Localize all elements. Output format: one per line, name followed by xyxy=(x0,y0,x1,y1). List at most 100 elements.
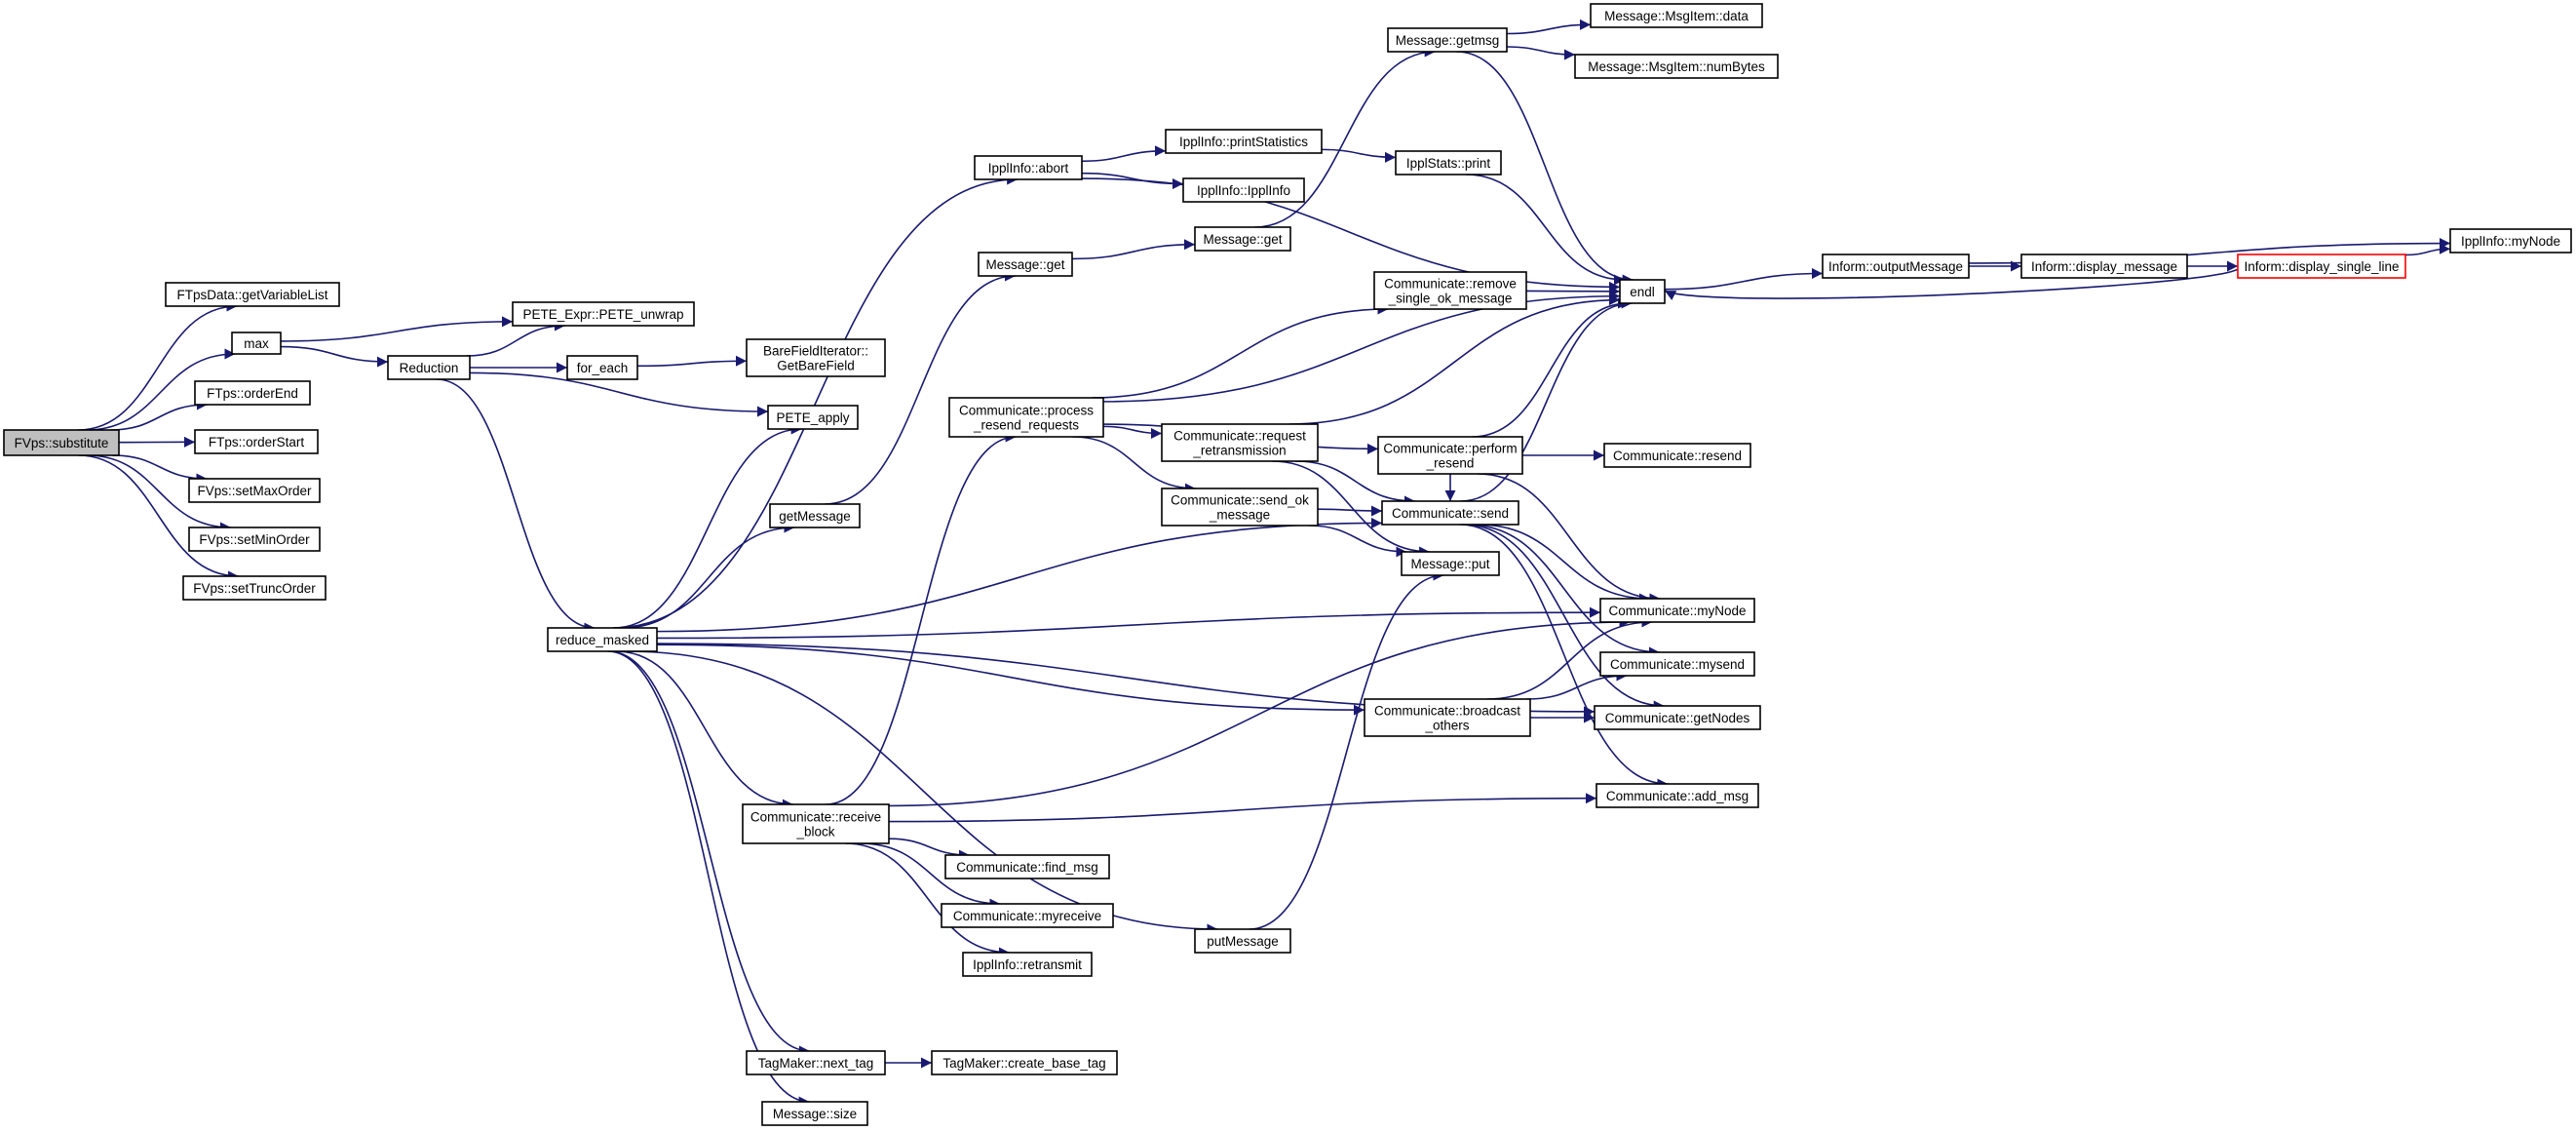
node-process-resend[interactable]: Communicate::process_resend_requests xyxy=(948,397,1104,438)
node-fvps-settruncorder[interactable]: FVps::setTruncOrder xyxy=(182,575,327,601)
node-putmessage[interactable]: putMessage xyxy=(1194,928,1291,954)
node-send-ok-message[interactable]: Communicate::send_ok_message xyxy=(1161,488,1319,527)
node-ipplinfo-abort[interactable]: IpplInfo::abort xyxy=(974,155,1083,180)
node-ftps-orderstart[interactable]: FTps::orderStart xyxy=(194,429,319,454)
edge-reduce-masked-to-putmessage xyxy=(627,650,1218,935)
node-ipplinfo-mynode[interactable]: IpplInfo::myNode xyxy=(2449,228,2572,254)
node-reduction[interactable]: Reduction xyxy=(387,355,471,380)
node-ipplstats-print[interactable]: IpplStats::print xyxy=(1395,150,1502,176)
edge-inform-display-single-line-to-endl xyxy=(1664,268,2239,300)
node-box xyxy=(767,405,859,430)
node-ftps-orderend[interactable]: FTps::orderEnd xyxy=(194,380,311,406)
node-ftpsdata-getvariablelist[interactable]: FTpsData::getVariableList xyxy=(165,282,340,307)
node-box xyxy=(547,627,658,652)
node-box xyxy=(1574,54,1779,79)
edge-reduction-to-pete-unwrap xyxy=(467,320,565,357)
node-root[interactable]: FVps::substitute xyxy=(3,429,120,456)
node-label: _block xyxy=(795,825,834,839)
node-label: Message::get xyxy=(1203,232,1282,247)
node-message-get[interactable]: Message::get xyxy=(978,252,1073,277)
node-label: Communicate::myNode xyxy=(1608,604,1746,618)
node-remove-single-ok[interactable]: Communicate::remove_single_ok_message xyxy=(1373,271,1527,310)
node-create-base-tag[interactable]: TagMaker::create_base_tag xyxy=(931,1050,1118,1075)
node-message-get2[interactable]: Message::get xyxy=(1194,226,1291,252)
edge-receive-block-to-communicate-add-msg xyxy=(888,793,1597,823)
node-label: TagMaker::next_tag xyxy=(758,1056,874,1071)
node-fvps-setminorder[interactable]: FVps::setMinOrder xyxy=(188,527,321,552)
node-label: IpplInfo::myNode xyxy=(2461,234,2560,249)
node-box xyxy=(974,155,1083,180)
node-max[interactable]: max xyxy=(231,332,282,355)
edge-send-ok-message-to-message-put xyxy=(1308,525,1407,558)
node-receive-block[interactable]: Communicate::receive_block xyxy=(742,803,890,844)
edge-reduce-masked-to-pete-apply xyxy=(613,423,802,629)
node-communicate-mysend[interactable]: Communicate::mysend xyxy=(1599,651,1755,677)
node-label: Communicate::process xyxy=(959,404,1094,418)
node-inform-display-single-line[interactable]: Inform::display_single_line xyxy=(2237,254,2406,279)
edge-message-get-to-message-get2 xyxy=(1071,239,1196,260)
edge-reduce-masked-to-ipplinfo-abort xyxy=(612,174,1019,629)
node-communicate-mynode[interactable]: Communicate::myNode xyxy=(1599,598,1755,623)
edge-communicate-send-to-endl xyxy=(1460,297,1633,502)
node-box xyxy=(1619,279,1666,304)
node-communicate-getnodes[interactable]: Communicate::getNodes xyxy=(1594,705,1761,730)
node-box xyxy=(742,803,890,844)
node-reduce-masked[interactable]: reduce_masked xyxy=(547,627,658,652)
node-find-msg[interactable]: Communicate::find_msg xyxy=(944,854,1110,879)
node-label: TagMaker::create_base_tag xyxy=(942,1056,1105,1071)
node-msgitem-data[interactable]: Message::MsgItem::data xyxy=(1590,3,1763,28)
edge-root-to-ftpsdata-getvariablelist xyxy=(77,300,238,431)
node-tagmaker-next-tag[interactable]: TagMaker::next_tag xyxy=(746,1050,886,1075)
edge-process-resend-to-remove-single-ok xyxy=(1091,303,1389,399)
node-ipplinfo-ipplinfo[interactable]: IpplInfo::IpplInfo xyxy=(1182,177,1305,203)
node-getmessage[interactable]: getMessage xyxy=(769,503,861,528)
edge-ipplinfo-abort-to-ipplinfo-printstatistics xyxy=(1081,145,1167,163)
node-broadcast-others[interactable]: Communicate::broadcast_others xyxy=(1364,698,1531,737)
node-box xyxy=(1387,27,1508,53)
node-message-size[interactable]: Message::size xyxy=(761,1101,868,1126)
node-box xyxy=(1822,254,1970,279)
node-label: IpplInfo::IpplInfo xyxy=(1197,183,1290,198)
node-communicate-resend[interactable]: Communicate::resend xyxy=(1603,443,1751,468)
node-inform-display-message[interactable]: Inform::display_message xyxy=(2020,254,2188,279)
node-label: Inform::display_message xyxy=(2031,259,2177,274)
edge-communicate-send-to-communicate-mynode xyxy=(1477,524,1651,605)
edge-process-resend-to-request-retransmission xyxy=(1102,425,1163,439)
node-myreceive[interactable]: Communicate::myreceive xyxy=(941,903,1114,928)
edge-reduce-masked-to-broadcast-others xyxy=(656,644,1365,716)
node-msgitem-numbytes[interactable]: Message::MsgItem::numBytes xyxy=(1574,54,1779,79)
edge-root-to-fvps-settruncorder xyxy=(78,454,240,582)
node-box xyxy=(2449,228,2572,254)
node-request-retransmission[interactable]: Communicate::request_retransmission xyxy=(1161,423,1319,462)
node-pete-unwrap[interactable]: PETE_Expr::PETE_unwrap xyxy=(512,301,695,327)
node-ipplinfo-retransmit[interactable]: IpplInfo::retransmit xyxy=(962,952,1093,977)
node-pete-apply[interactable]: PETE_apply xyxy=(767,405,859,430)
edge-request-retransmission-to-endl xyxy=(1288,294,1621,425)
node-perform-resend[interactable]: Communicate::perform_resend xyxy=(1377,436,1523,475)
node-communicate-send[interactable]: Communicate::send xyxy=(1381,500,1519,526)
node-box xyxy=(746,338,886,377)
node-box xyxy=(1377,436,1523,475)
node-ipplinfo-printstatistics[interactable]: IpplInfo::printStatistics xyxy=(1165,129,1323,154)
edge-request-retransmission-to-communicate-send xyxy=(1294,460,1416,507)
node-label: for_each xyxy=(577,361,629,375)
node-for-each[interactable]: for_each xyxy=(566,355,638,380)
node-message-getmsg[interactable]: Message::getmsg xyxy=(1387,27,1508,53)
node-message-put[interactable]: Message::put xyxy=(1401,551,1500,576)
edge-max-to-pete-unwrap xyxy=(280,316,514,342)
node-label: IpplStats::print xyxy=(1406,156,1491,171)
node-box xyxy=(566,355,638,380)
node-label: reduce_masked xyxy=(556,633,649,647)
node-box xyxy=(1194,226,1291,252)
node-barefielditerator[interactable]: BareFieldIterator::GetBareField xyxy=(746,338,886,377)
node-communicate-add-msg[interactable]: Communicate::add_msg xyxy=(1596,783,1759,808)
edge-ipplinfo-abort-to-endl xyxy=(1081,177,1621,293)
node-inform-outputmessage[interactable]: Inform::outputMessage xyxy=(1822,254,1970,279)
node-label: IpplInfo::printStatistics xyxy=(1179,135,1308,149)
node-box xyxy=(387,355,471,380)
node-fvps-setmaxorder[interactable]: FVps::setMaxOrder xyxy=(188,478,321,503)
node-label: Communicate::request xyxy=(1173,429,1306,444)
node-box xyxy=(1594,705,1761,730)
node-endl[interactable]: endl xyxy=(1619,279,1666,304)
